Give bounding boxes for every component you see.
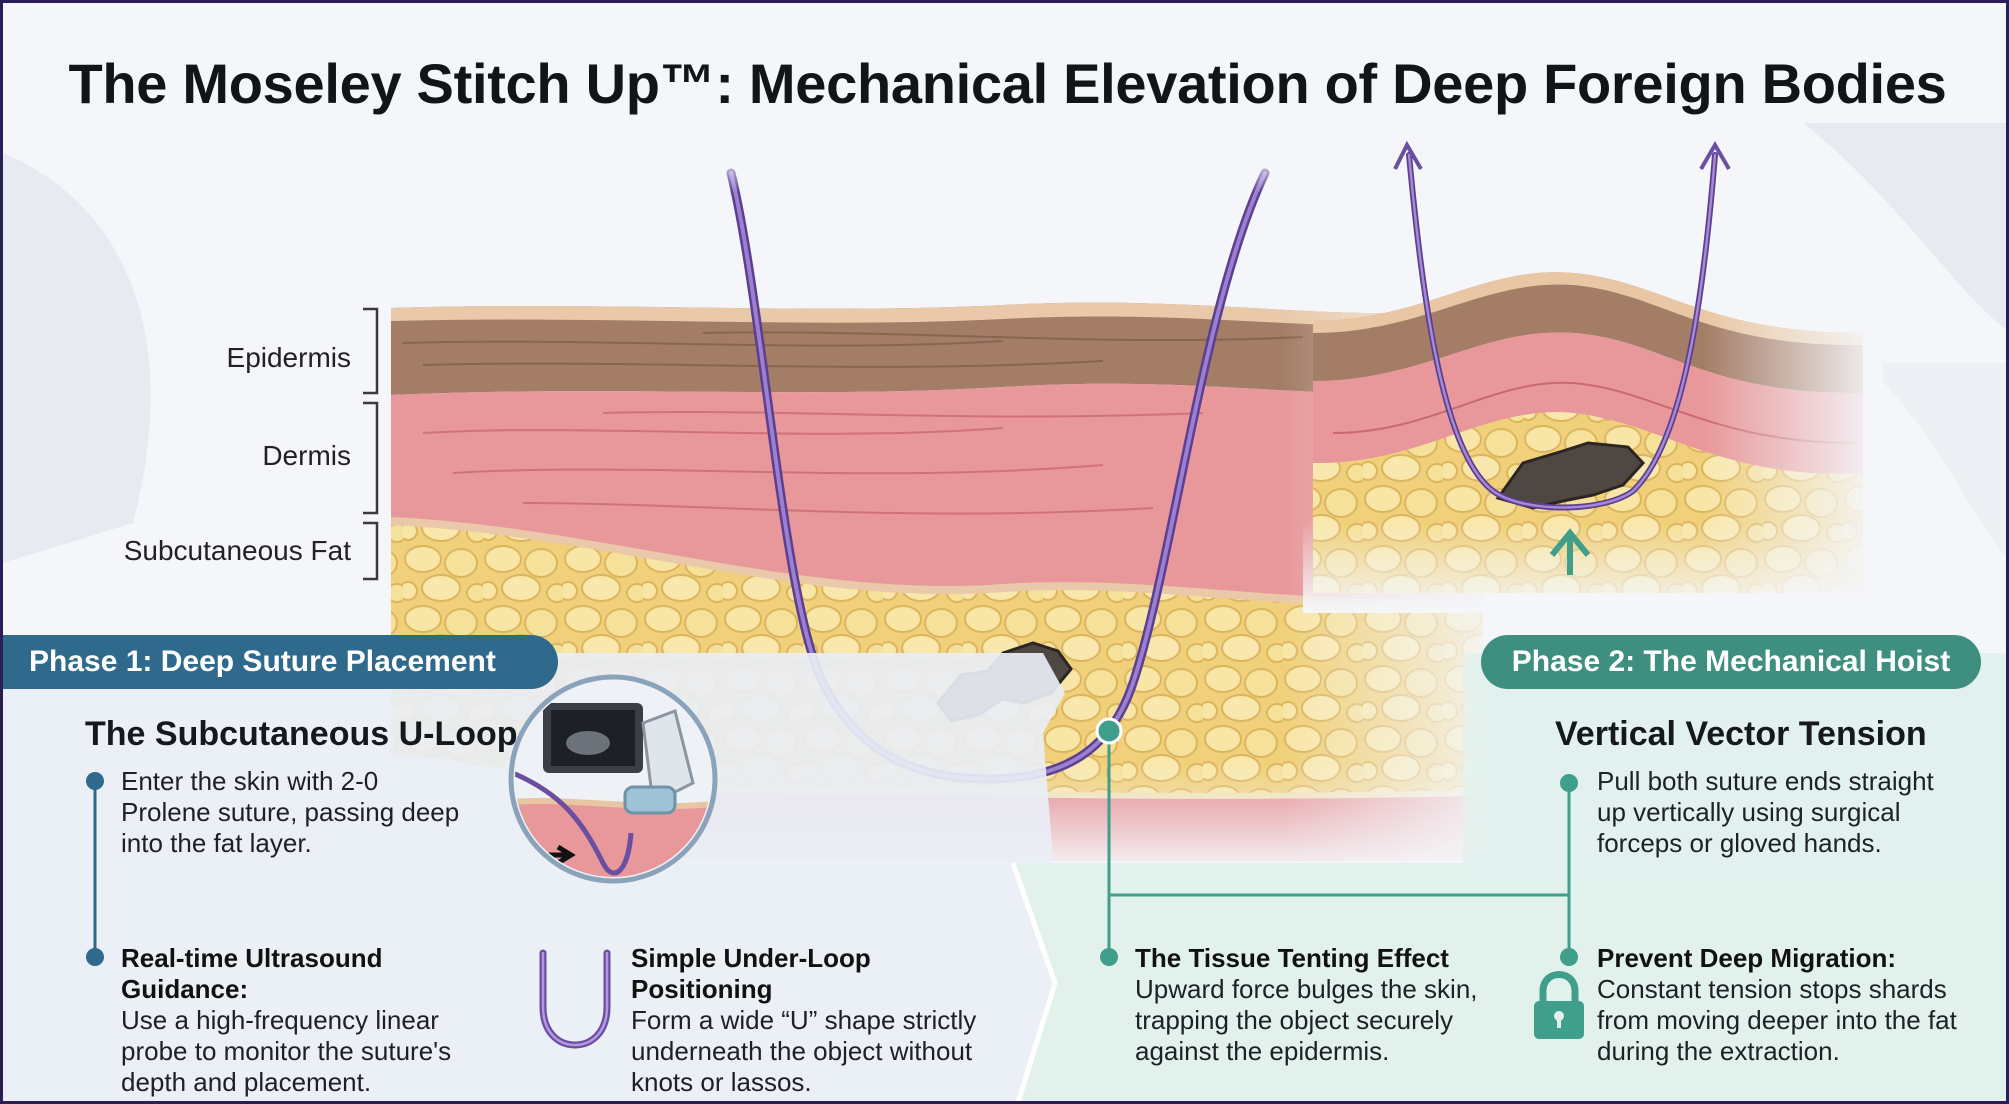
ultrasound-probe-icon	[508, 674, 718, 884]
padlock-icon	[1534, 971, 1584, 1039]
phase2-heading: Vertical Vector Tension	[1555, 715, 1927, 753]
diagram-artwork	[3, 123, 2006, 1101]
phase2-step3-title: Prevent Deep Migration:	[1597, 943, 1897, 973]
phase2-step2-text: Upward force bulges the skin, trapping t…	[1135, 974, 1478, 1066]
phase2-banner: Phase 2: The Mechanical Hoist	[1481, 635, 1981, 689]
label-dermis: Dermis	[262, 440, 351, 471]
arrow-up-icon	[1549, 528, 1591, 575]
phase1-step2: Real-time Ultrasound Guidance: Use a hig…	[121, 943, 501, 1098]
phase1-step2-text: Use a high-frequency linear probe to mon…	[121, 1005, 452, 1097]
phase1-heading: The Subcutaneous U-Loop	[85, 715, 518, 753]
page-title: The Moseley Stitch Up™: Mechanical Eleva…	[68, 52, 1947, 115]
phase1-step3: Simple Under-Loop Positioning Form a wid…	[631, 943, 991, 1098]
phase1-timeline	[86, 772, 104, 966]
phase2-timeline	[1107, 733, 1571, 957]
phase2-step2-title: The Tissue Tenting Effect	[1135, 943, 1449, 973]
phase1-step2-title: Real-time Ultrasound Guidance:	[121, 943, 383, 1004]
phase2-step3: Prevent Deep Migration: Constant tension…	[1597, 943, 1957, 1067]
phase2-step3-text: Constant tension stops shards from movin…	[1597, 974, 1957, 1066]
phase1-step3-text: Form a wide “U” shape strictly underneat…	[631, 1005, 977, 1097]
label-subcutaneous-fat: Subcutaneous Fat	[123, 535, 351, 566]
phase1-step1-text: Enter the skin with 2-0 Prolene suture, …	[121, 766, 460, 858]
label-epidermis: Epidermis	[226, 342, 351, 373]
foreign-body-shard-inset	[1495, 441, 1646, 510]
layer-brackets	[363, 307, 379, 581]
phase1-panel	[3, 653, 1065, 1101]
phase2-step1-text: Pull both suture ends straight up vertic…	[1597, 766, 1934, 858]
tented-skin-inset	[1303, 263, 1903, 623]
arrowhead-left-icon	[1393, 140, 1423, 171]
phase2-step2: The Tissue Tenting Effect Upward force b…	[1135, 943, 1495, 1067]
arrowhead-right-icon	[1699, 141, 1731, 171]
phase1-step3-title: Simple Under-Loop Positioning	[631, 943, 871, 1004]
phase1-banner: Phase 1: Deep Suture Placement	[3, 635, 558, 689]
